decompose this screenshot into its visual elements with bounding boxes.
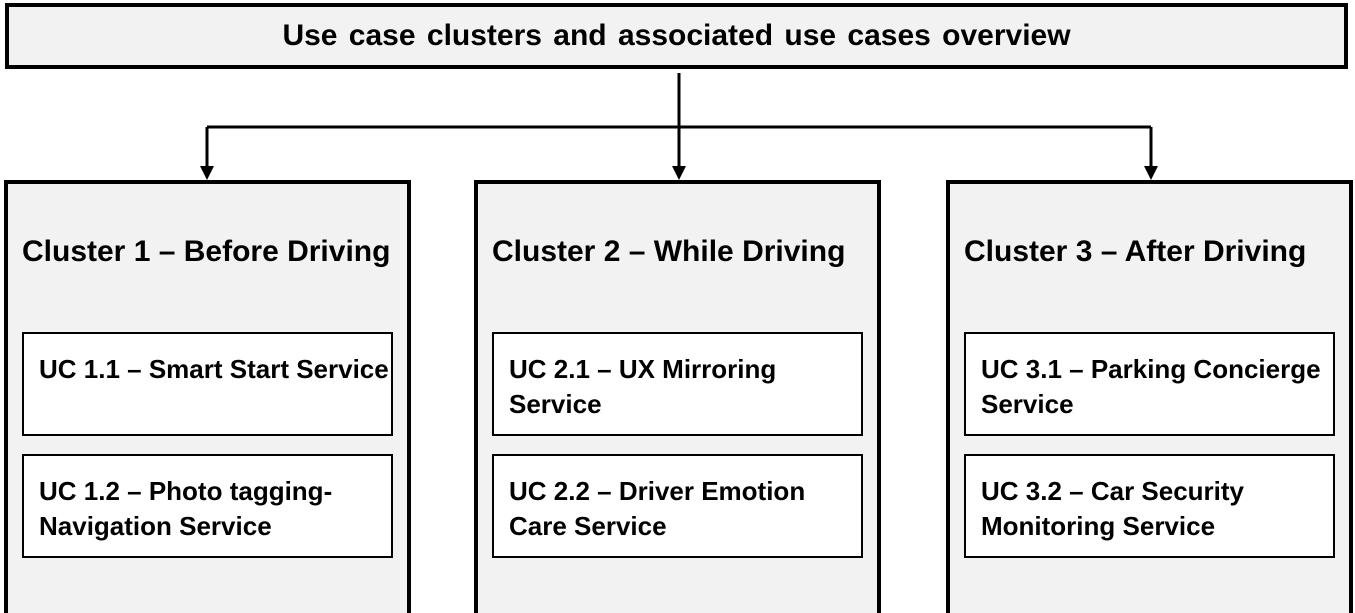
use-case-3-1: UC 3.1 – Parking Concierge Service [964,332,1335,436]
arrowhead-cluster-1 [200,166,214,180]
arrowhead-cluster-3 [1144,166,1158,180]
cluster-2-box: Cluster 2 – While Driving UC 2.1 – UX Mi… [474,180,881,613]
use-case-2-2: UC 2.2 – Driver Emotion Care Service [492,454,863,558]
diagram-title: Use case clusters and associated use cas… [5,3,1348,69]
use-case-2-1: UC 2.1 – UX Mirroring Service [492,332,863,436]
cluster-3-box: Cluster 3 – After Driving UC 3.1 – Parki… [946,180,1353,613]
cluster-1-title: Cluster 1 – Before Driving [22,235,391,268]
cluster-2-title: Cluster 2 – While Driving [492,235,846,268]
use-case-3-2: UC 3.2 – Car Security Monitoring Service [964,454,1335,558]
cluster-3-title: Cluster 3 – After Driving [964,235,1307,268]
cluster-1-box: Cluster 1 – Before Driving UC 1.1 – Smar… [4,180,411,613]
arrowhead-cluster-2 [672,166,686,180]
use-case-1-2: UC 1.2 – Photo tagging-Navigation Servic… [22,454,393,558]
use-case-1-1: UC 1.1 – Smart Start Service [22,332,393,436]
